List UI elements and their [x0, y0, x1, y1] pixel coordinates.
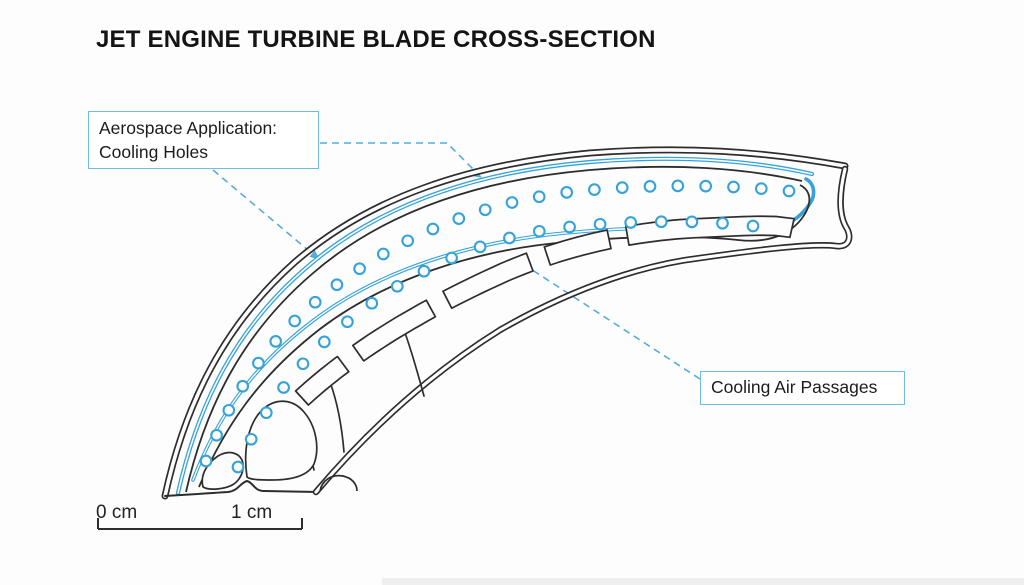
root-chamber: [244, 400, 318, 481]
cooling-hole: [199, 454, 213, 468]
cooling-hole: [746, 219, 760, 233]
cooling-hole: [376, 247, 390, 261]
cooling-hole: [341, 315, 354, 329]
cooling-hole: [252, 356, 265, 370]
cooling-hole: [277, 381, 290, 394]
cooling-air-passage-slot: [543, 229, 612, 266]
cooling-hole: [452, 212, 466, 225]
cooling-hole: [330, 278, 344, 292]
callout-cooling-air-passages: Cooling Air Passages: [700, 371, 905, 405]
cooling-hole: [259, 406, 273, 420]
leader-arrowheads: [309, 168, 525, 267]
cooling-hole: [365, 296, 379, 310]
cooling-hole: [699, 179, 713, 193]
cooling-hole: [532, 190, 546, 204]
cooling-hole: [782, 184, 796, 198]
blade-outer-wall-top-gap: [163, 148, 847, 498]
cooling-hole: [231, 460, 245, 474]
cooling-air-passage-slot: [351, 299, 437, 362]
blade-inner-wall-top: [185, 165, 803, 493]
cooling-hole: [353, 262, 366, 276]
cooling-hole: [417, 264, 431, 278]
cooling-hole: [563, 220, 576, 234]
cooling-hole: [317, 335, 331, 349]
cooling-hole: [296, 357, 310, 371]
cooling-hole: [236, 379, 250, 393]
cooling-hole: [654, 215, 668, 229]
cooling-hole: [401, 234, 415, 248]
film-cooling-strip-gap: [177, 158, 813, 494]
cooling-hole: [624, 216, 638, 229]
blade-outer-wall-bottom-gap: [314, 167, 851, 494]
cooling-hole: [593, 217, 607, 231]
callout-cooling-holes: Aerospace Application: Cooling Holes: [88, 111, 319, 169]
scale-bar: [97, 518, 303, 530]
rib: [329, 381, 345, 453]
blade-root-bottom-edge: [164, 479, 319, 497]
cooling-hole: [222, 403, 236, 417]
cooling-hole: [727, 180, 740, 194]
cooling-air-passage-slots: [294, 215, 795, 406]
cooling-hole: [210, 428, 223, 442]
cooling-hole: [643, 180, 657, 193]
cooling-hole: [445, 251, 458, 265]
scale-label-start: 0 cm: [96, 502, 138, 523]
cooling-hole: [560, 186, 574, 199]
cooling-hole: [390, 279, 404, 293]
cooling-holes-row-2: [231, 215, 760, 474]
callout-cooling-holes-line1: Aerospace Application:: [99, 118, 278, 138]
cooling-air-passage-slot: [442, 252, 534, 310]
scale-label-end: 1 cm: [231, 502, 273, 523]
cooling-hole: [532, 224, 546, 238]
cooling-hole: [671, 179, 685, 193]
cooling-hole: [244, 432, 258, 446]
cooling-hole: [754, 182, 768, 195]
page-title: JET ENGINE TURBINE BLADE CROSS-SECTION: [96, 26, 656, 53]
root-chamber-notch: [319, 474, 358, 492]
leader-cooling-holes-right: [320, 142, 479, 175]
cooling-hole: [426, 222, 440, 236]
leader-cooling-holes-left: [212, 169, 316, 257]
callout-cooling-air-passages-text: Cooling Air Passages: [711, 377, 878, 397]
cooling-hole: [588, 183, 601, 196]
root-chambers: [201, 400, 358, 492]
cooling-hole: [478, 203, 492, 217]
cooling-hole: [615, 181, 629, 194]
cooling-hole: [288, 314, 302, 328]
callout-cooling-holes-line2: Cooling Holes: [99, 142, 208, 162]
rib: [403, 329, 425, 397]
cooling-hole: [308, 295, 322, 309]
cooling-hole: [716, 216, 729, 230]
cooling-holes-row-1: [199, 179, 796, 468]
cooling-hole: [685, 215, 699, 229]
cooling-air-passage-slot: [624, 215, 795, 246]
cooling-hole: [503, 231, 516, 245]
cooling-hole: [269, 335, 283, 348]
leader-lines: [212, 142, 701, 380]
cooling-hole: [473, 240, 487, 254]
cooling-hole: [505, 196, 519, 209]
bottom-edge-artifact: [382, 578, 1024, 585]
cooling-air-passage-slot: [294, 355, 350, 406]
